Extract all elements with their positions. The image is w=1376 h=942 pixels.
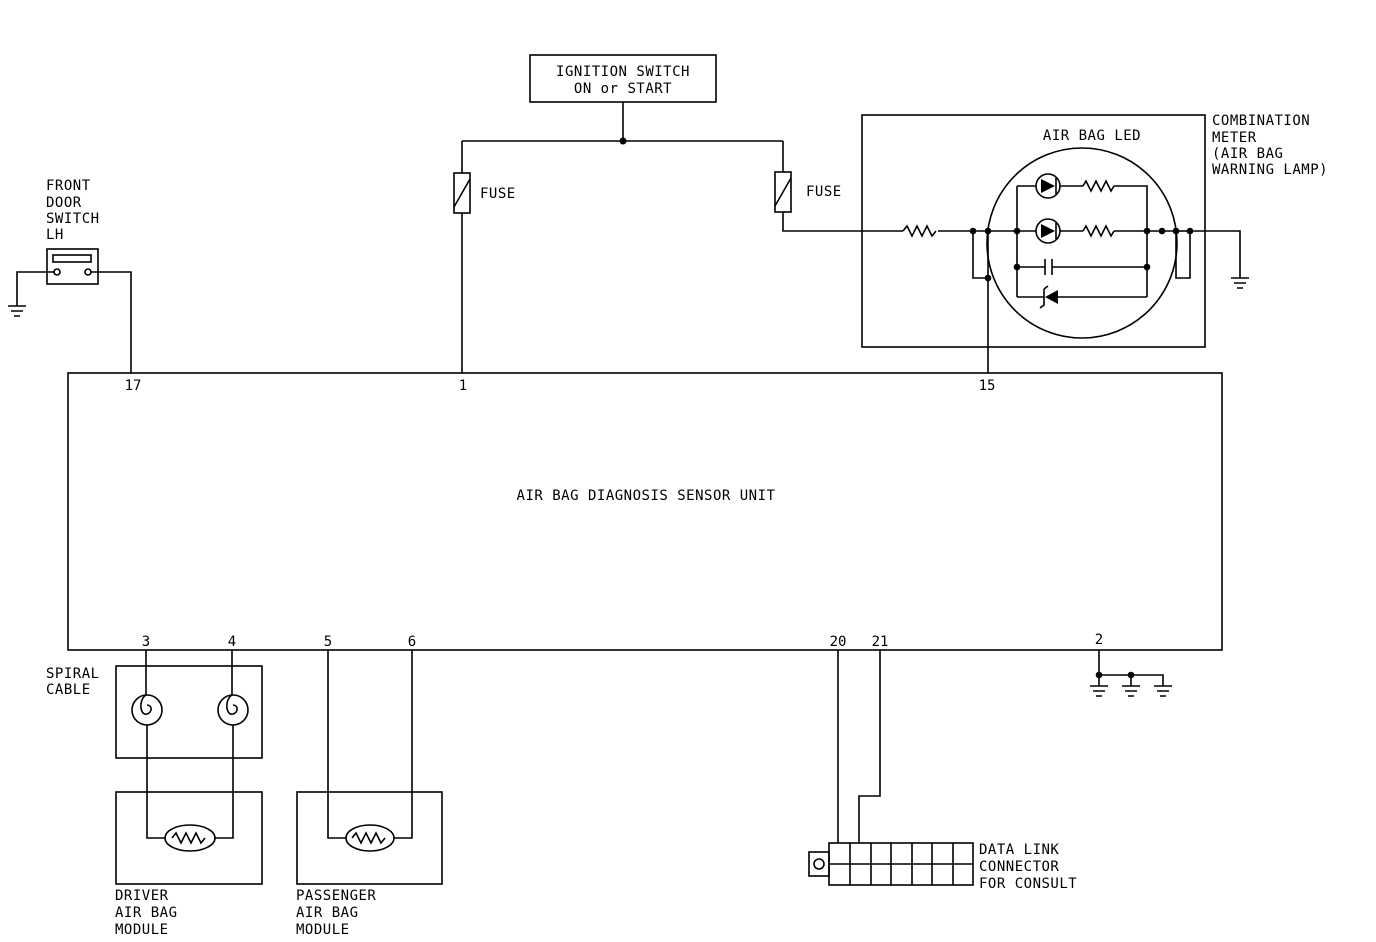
passenger-module-label-1: PASSENGER [296,888,376,904]
fuse-right-element [774,177,792,207]
led-1-icon [1017,173,1148,297]
connector-latch-hole [813,858,825,870]
passenger-squib-icon [345,824,395,852]
ground-icon [1154,685,1172,697]
junction-1176 [1172,227,1180,235]
front-door-switch-box [46,248,99,285]
pin-2-label: 2 [1095,632,1103,648]
left-contact-bracket [972,231,988,279]
pin-5-label: 5 [324,634,332,650]
air-bag-led-label: AIR BAG LED [1043,128,1141,144]
fuse-left-element [453,178,471,208]
combination-meter-label-3: (AIR BAG [1212,146,1283,162]
sensor-ground [1090,650,1172,697]
zener-diode-icon [1017,285,1147,309]
driver-module-label-3: MODULE [115,922,169,938]
ignition-junction [619,137,627,145]
passenger-module-box [296,791,443,885]
ground-icon [1090,685,1108,697]
spiral-cable-box [115,665,263,759]
junction-973 [969,227,977,235]
front-door-switch-label-1: FRONT [46,178,91,194]
pin-4-label: 4 [228,634,236,650]
wire-pin6 [394,650,413,839]
fuse-right: FUSE [774,171,842,213]
driver-module-label-1: DRIVER [115,888,169,904]
front-door-switch-label-3: SWITCH [46,211,100,227]
pin-6-label: 6 [408,634,416,650]
data-link-label-2: CONNECTOR [979,859,1059,875]
ground-icon [1122,685,1140,697]
pin-20-label: 20 [830,634,847,650]
junction-988b [984,274,992,282]
right-contact-bracket [1175,231,1191,279]
pin-21-label: 21 [872,634,889,650]
connector-latch [808,851,830,877]
driver-air-bag-module: DRIVER AIR BAG MODULE [115,791,263,938]
data-link-label-1: DATA LINK [979,842,1059,858]
passenger-air-bag-module: PASSENGER AIR BAG MODULE [296,650,443,938]
spiral-cable: SPIRAL CABLE [46,650,263,792]
fuse-right-label: FUSE [806,184,842,200]
pin-17-label: 17 [125,378,142,394]
ground-icon [8,305,26,317]
front-door-switch-label-2: DOOR [46,195,82,211]
junction-1147a [1143,227,1151,235]
door-switch-terminal-right [84,268,92,276]
combination-meter-label-2: METER [1212,130,1257,146]
driver-module-label-2: AIR BAG [115,905,178,921]
spiral-right-icon [217,694,249,726]
ignition-wiring [461,102,784,173]
front-door-switch-label-4: LH [46,227,64,243]
junction-1162 [1158,227,1166,235]
wire-pin5 [327,650,346,839]
combination-meter-label-4: WARNING LAMP) [1212,162,1328,178]
wire-pin17 [91,271,132,373]
fuse-left: FUSE [453,172,516,214]
spiral-cable-label-1: SPIRAL [46,666,100,682]
passenger-module-label-2: AIR BAG [296,905,359,921]
data-link-label-3: FOR CONSULT [979,876,1077,892]
sensor-unit-box [67,372,1223,651]
pin-15-label: 15 [979,378,996,394]
front-door-switch: FRONT DOOR SWITCH LH [8,178,132,373]
warning-lamp-circle [986,147,1178,339]
fuse-left-label: FUSE [480,186,516,202]
driver-module-box [115,791,263,885]
pin-1-label: 1 [459,378,467,394]
data-link-connector: DATA LINK CONNECTOR FOR CONSULT [808,650,1077,892]
capacitor-icon [1017,259,1147,275]
sensor-unit-label: AIR BAG DIAGNOSIS SENSOR UNIT [517,488,776,504]
led-2-icon [1017,218,1176,244]
ignition-switch-label: IGNITION SWITCH [556,64,690,80]
combination-meter: COMBINATION METER (AIR BAG WARNING LAMP)… [861,113,1328,373]
front-door-switch-bar [52,254,92,263]
passenger-module-label-3: MODULE [296,922,350,938]
door-switch-ground-wire [16,271,54,306]
series-resistor-icon [902,224,937,238]
spiral-left-icon [131,694,163,726]
pin-3-label: 3 [142,634,150,650]
wire-fuse-to-meter [782,212,862,232]
driver-squib-icon [164,824,216,852]
sensor-unit: AIR BAG DIAGNOSIS SENSOR UNIT 17 1 15 3 … [67,372,1223,651]
spiral-cable-label-2: CABLE [46,682,91,698]
wire-pin21 [858,650,881,843]
meter-ground-wire [1190,230,1241,278]
door-switch-terminal-left [53,268,61,276]
ground-icon [1231,277,1249,289]
combination-meter-label-1: COMBINATION [1212,113,1310,129]
ignition-switch-sublabel: ON or START [574,81,672,97]
junction-1147b [1143,263,1151,271]
ignition-switch: IGNITION SWITCH ON or START [529,54,717,103]
